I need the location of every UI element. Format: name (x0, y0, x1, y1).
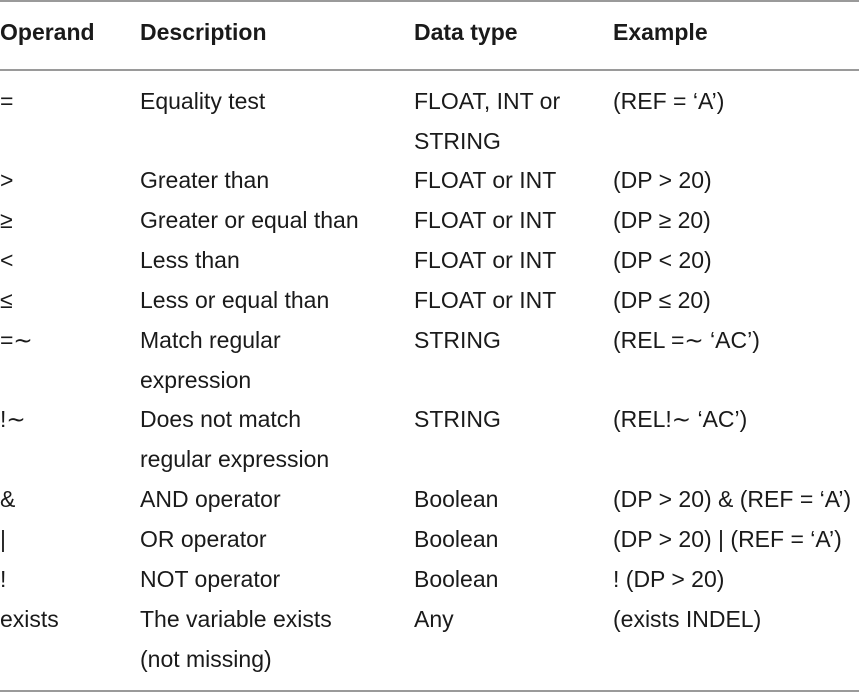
description-cell: OR operator (140, 526, 267, 552)
data-type-cell: Any (414, 606, 454, 632)
header-description: Description (140, 19, 267, 45)
table-header-rule (0, 69, 859, 71)
operand-cell: = (0, 88, 14, 114)
data-type-cell: FLOAT or INT (414, 207, 557, 233)
table-top-rule (0, 0, 859, 2)
example-cell: (DP > 20) | (REF = ‘A’) (613, 526, 842, 552)
description-cell: Does not match regular expression (140, 406, 330, 472)
operand-cell: exists (0, 606, 59, 632)
description-cell: Equality test (140, 88, 266, 114)
example-cell: (REF = ‘A’) (613, 88, 725, 114)
description-cell: Less than (140, 247, 240, 273)
operand-cell: | (0, 526, 6, 552)
header-operand: Operand (0, 19, 95, 45)
data-type-cell: STRING (414, 327, 501, 353)
example-cell: (DP > 20) & (REF = ‘A’) (613, 486, 852, 512)
example-cell: (DP ≤ 20) (613, 287, 711, 313)
data-type-cell: FLOAT or INT (414, 247, 557, 273)
operand-cell: =∼ (0, 327, 33, 353)
header-example: Example (613, 19, 708, 45)
operand-cell: ≥ (0, 207, 13, 233)
data-type-cell: Boolean (414, 526, 499, 552)
example-cell: (REL =∼ ‘AC’) (613, 327, 760, 353)
example-cell: (DP < 20) (613, 247, 712, 273)
data-type-cell: FLOAT or INT (414, 167, 557, 193)
description-cell: Greater than (140, 167, 270, 193)
example-cell: (DP ≥ 20) (613, 207, 711, 233)
example-cell: (REL!∼ ‘AC’) (613, 406, 748, 432)
data-type-cell: FLOAT, INT or STRING (414, 88, 561, 154)
operand-cell: ! (0, 566, 7, 592)
description-cell: AND operator (140, 486, 281, 512)
description-cell: Match regular expression (140, 327, 281, 393)
operand-cell: & (0, 486, 16, 512)
data-type-cell: FLOAT or INT (414, 287, 557, 313)
table-bottom-rule (0, 690, 859, 692)
example-cell: ! (DP > 20) (613, 566, 725, 592)
data-type-cell: STRING (414, 406, 501, 432)
example-cell: (DP > 20) (613, 167, 712, 193)
operand-cell: > (0, 167, 14, 193)
description-cell: The variable exists (not missing) (140, 606, 332, 672)
operand-cell: < (0, 247, 14, 273)
header-data-type: Data type (414, 19, 518, 45)
description-cell: Greater or equal than (140, 207, 359, 233)
data-type-cell: Boolean (414, 486, 499, 512)
example-cell: (exists INDEL) (613, 606, 762, 632)
operand-cell: ≤ (0, 287, 13, 313)
data-type-cell: Boolean (414, 566, 499, 592)
description-cell: NOT operator (140, 566, 281, 592)
description-cell: Less or equal than (140, 287, 330, 313)
operand-cell: !∼ (0, 406, 26, 432)
